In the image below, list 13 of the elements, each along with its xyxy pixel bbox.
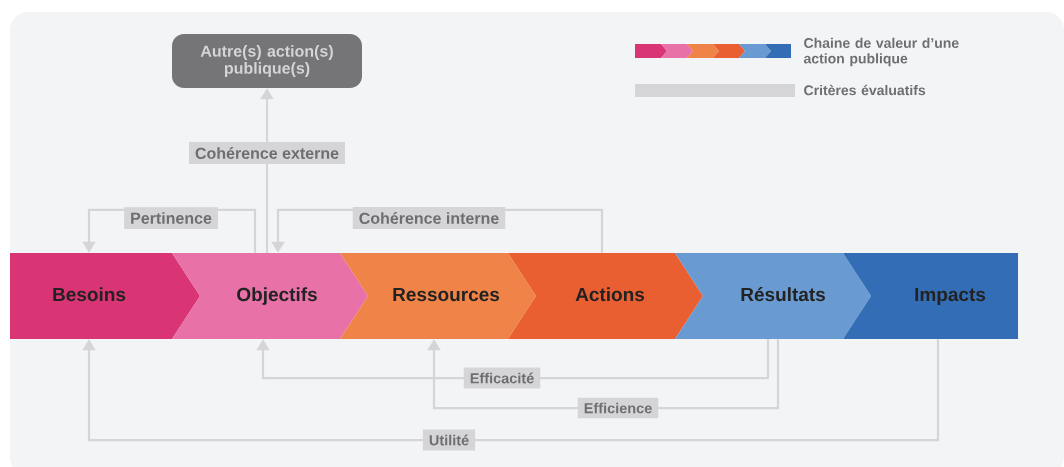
chevron-segment: Objectifs: [172, 253, 368, 339]
arrow: [82, 339, 940, 442]
legend-text: Critères évaluatifs: [804, 84, 926, 96]
chevron-segment: Ressources: [340, 253, 536, 339]
edge-label: Pertinence: [124, 207, 218, 229]
edge-label: Cohérence interne: [352, 207, 506, 229]
chevron-segment: Résultats: [675, 253, 871, 339]
edge-label: Cohérence externe: [189, 142, 346, 164]
chevron-segment: Actions: [508, 253, 703, 339]
chevron-segment: Besoins: [10, 253, 200, 339]
legend-text: Chaine de valeur d’une action publique: [803, 37, 959, 67]
rounded-box: Autre(s) action(s) publique(s): [172, 34, 362, 88]
chevron-segment: Impacts: [843, 253, 1018, 339]
